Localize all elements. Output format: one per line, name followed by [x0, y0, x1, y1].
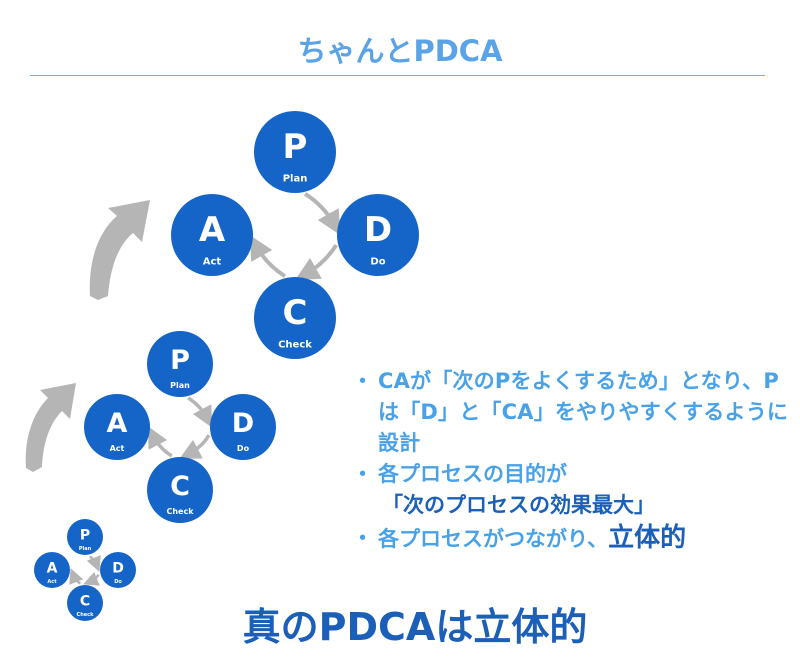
cycle-arrow — [187, 396, 212, 428]
node-circle — [67, 585, 103, 621]
bullet-list: ・ CAが「次のPをよくするため」となり、Pは「D」と「CA」をやりやすくするよ… — [352, 366, 792, 555]
node-letter: A — [47, 561, 58, 577]
node-check: C Check — [147, 457, 213, 523]
bullet-text: 各プロセスがつながり、 — [378, 527, 609, 551]
node-word: Act — [47, 579, 57, 585]
node-circle — [337, 194, 419, 276]
bullet-text: 各プロセスの目的が — [378, 462, 567, 486]
bullet-emphasis: 立体的 — [608, 523, 687, 553]
node-plan: P Plan — [254, 111, 336, 193]
node-do: D Do — [100, 552, 136, 588]
cycle-arrow — [148, 426, 173, 458]
node-word: Plan — [170, 381, 190, 390]
node-word: Plan — [79, 546, 92, 552]
node-letter: D — [364, 210, 392, 250]
cycle-arrow — [86, 555, 101, 572]
node-letter: C — [170, 471, 190, 502]
footer-message: 真のPDCAは立体的 — [242, 605, 588, 649]
bullet-quote: 「次のプロセスの効果最大」 — [382, 493, 655, 517]
bullet-text: CAが「次のPをよくするため」となり、Pは「D」と「CA」をやりやすくするように… — [378, 369, 789, 455]
bullet-item-1: ・ CAが「次のPをよくするため」となり、Pは「D」と「CA」をやりやすくするよ… — [352, 366, 792, 459]
node-letter: P — [80, 528, 90, 544]
node-circle — [84, 394, 150, 460]
node-letter: A — [107, 408, 128, 439]
title-divider — [30, 75, 765, 76]
cycle-arrow — [83, 571, 100, 586]
node-word: Act — [110, 444, 125, 453]
node-word: Do — [237, 444, 250, 453]
bullet-marker: ・ — [352, 369, 374, 393]
bullet-marker: ・ — [352, 462, 373, 486]
node-letter: C — [80, 594, 90, 610]
node-act: A Act — [34, 552, 70, 588]
node-letter: D — [112, 561, 124, 577]
slide-title: ちゃんとPDCA — [297, 34, 503, 68]
growth-arrow-upper — [89, 200, 150, 300]
node-check: C Check — [254, 277, 336, 359]
node-circle — [210, 394, 276, 460]
node-word: Act — [203, 257, 222, 268]
growth-arrow-lower — [25, 383, 77, 472]
cycle-arrow — [303, 192, 341, 235]
node-word: Check — [77, 612, 95, 618]
cycle-arrow — [249, 235, 287, 278]
node-letter: P — [170, 345, 190, 376]
node-circle — [34, 552, 70, 588]
cycle-arrow — [179, 434, 211, 459]
node-word: Plan — [283, 174, 308, 185]
node-circle — [147, 331, 213, 397]
node-word: Check — [278, 340, 312, 351]
node-circle — [147, 457, 213, 523]
node-letter: A — [199, 210, 226, 250]
node-act: A Act — [84, 394, 150, 460]
node-do: D Do — [210, 394, 276, 460]
node-check: C Check — [67, 585, 103, 621]
node-act: A Act — [171, 194, 253, 276]
bullet-item-3: ・ 各プロセスがつながり、立体的 — [352, 523, 792, 555]
node-circle — [254, 277, 336, 359]
node-letter: D — [232, 408, 254, 439]
node-circle — [171, 194, 253, 276]
node-word: Do — [370, 257, 385, 268]
bullet-marker: ・ — [352, 526, 373, 550]
node-do: D Do — [337, 194, 419, 276]
node-circle — [100, 552, 136, 588]
node-word: Do — [114, 579, 122, 585]
node-letter: P — [283, 127, 308, 167]
node-circle — [254, 111, 336, 193]
cycle-arrow — [69, 568, 84, 585]
bullet-item-2: ・ 各プロセスの目的が 「次のプロセスの効果最大」 — [352, 459, 792, 521]
node-word: Check — [166, 507, 194, 516]
node-letter: C — [283, 293, 308, 333]
cycle-arrow — [295, 243, 338, 281]
node-plan: P Plan — [147, 331, 213, 397]
node-circle — [67, 519, 103, 555]
node-plan: P Plan — [67, 519, 103, 555]
